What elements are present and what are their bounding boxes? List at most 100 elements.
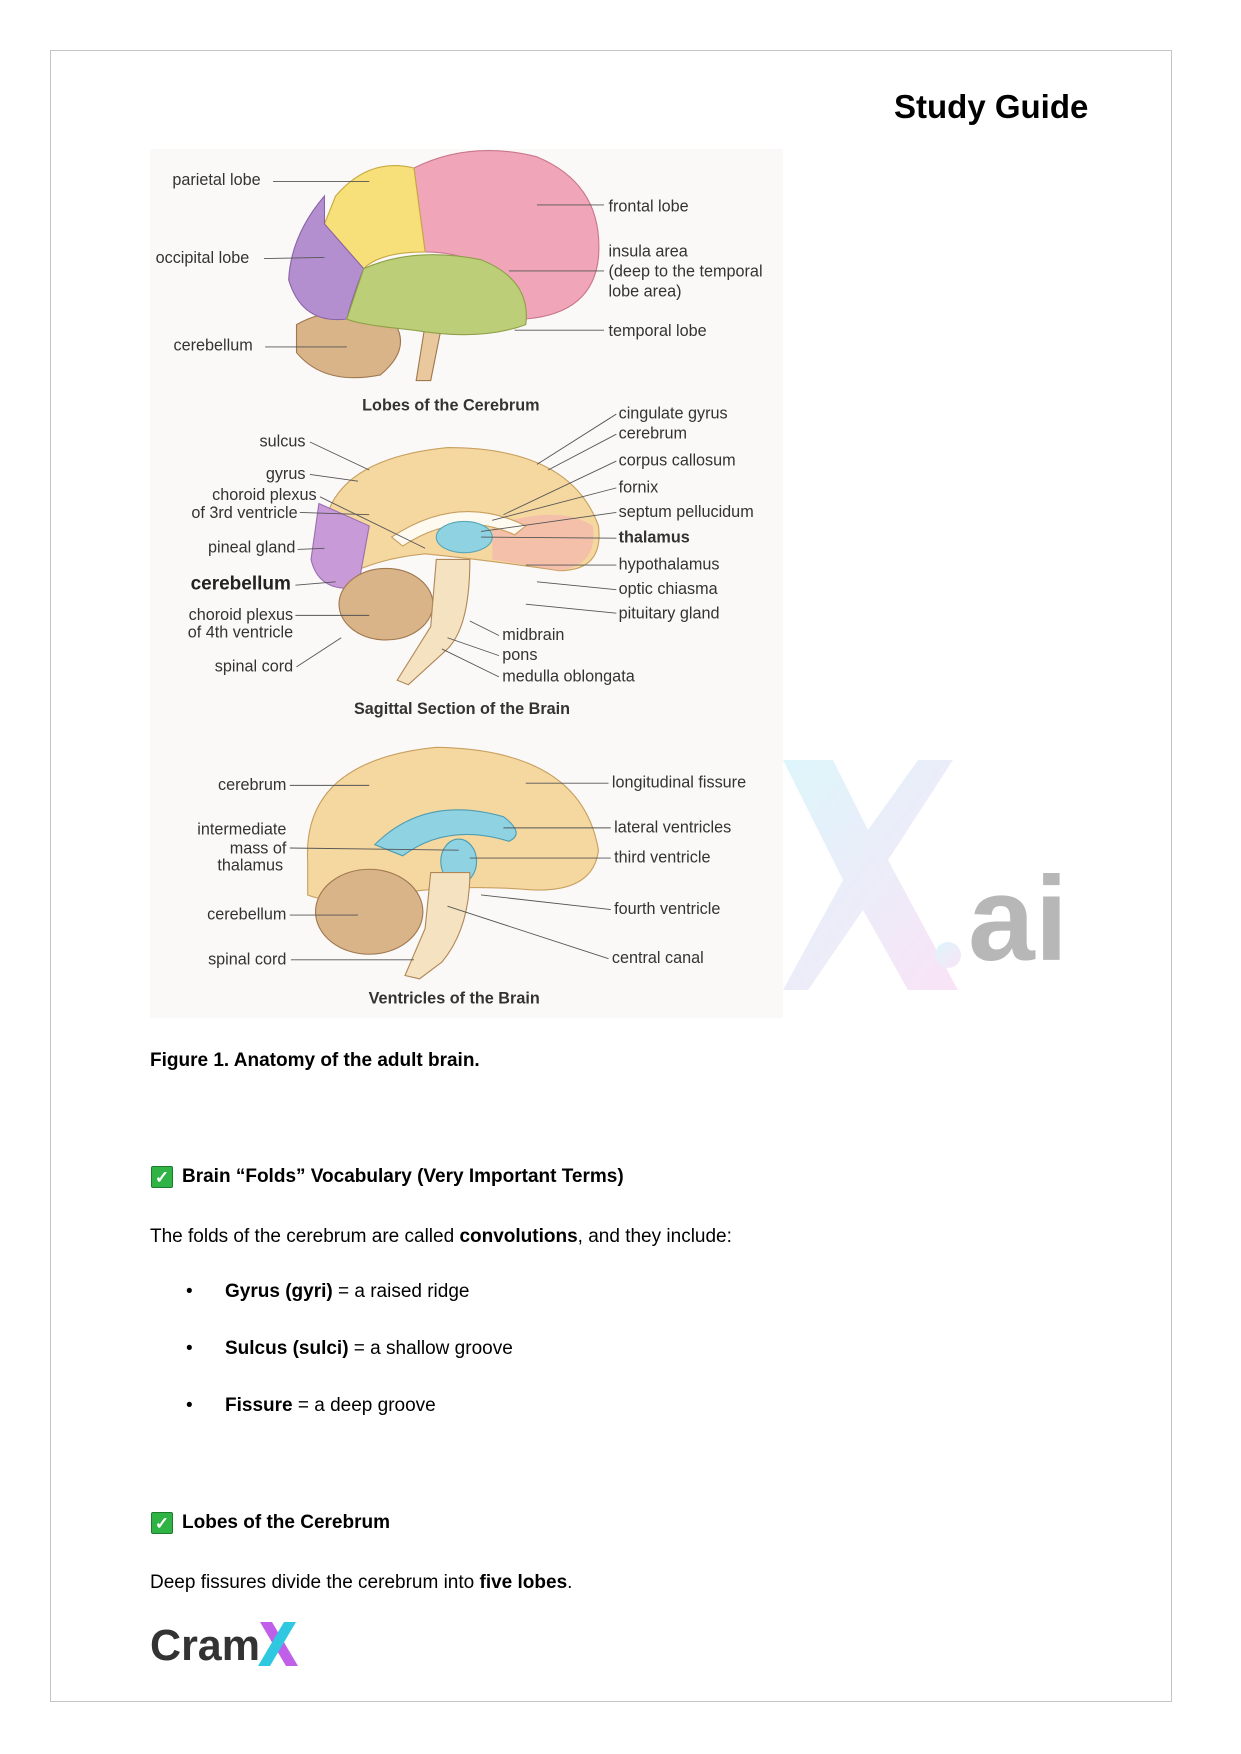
figure-label: (deep to the temporal: [609, 262, 763, 280]
list-item: • Sulcus (sulci) = a shallow groove: [186, 1338, 513, 1360]
svg-text:Cram: Cram: [150, 1621, 260, 1670]
leader-line: [297, 547, 325, 550]
term: Gyrus (gyri): [225, 1281, 333, 1302]
figure-caption: Figure 1. Anatomy of the adult brain.: [150, 1050, 480, 1071]
bullet-icon: •: [186, 1281, 193, 1302]
list-item: •Fissure = a deep groove: [186, 1395, 436, 1417]
figure-label: cerebellum: [173, 336, 252, 354]
figure-label: hypothalamus: [619, 556, 720, 574]
figure-label: parietal lobe: [172, 171, 260, 189]
figure-label: septum pellucidum: [619, 503, 754, 521]
figure-label: fourth ventricle: [614, 900, 720, 918]
figure-label: cerebellum: [191, 574, 291, 595]
intro-bold: convolutions: [459, 1226, 578, 1247]
intro-text: Deep fissures divide the cerebrum into: [150, 1572, 480, 1593]
leader-line: [441, 648, 500, 678]
figure-label: pituitary gland: [619, 605, 720, 623]
leader-line: [299, 512, 370, 516]
leader-line: [536, 413, 617, 465]
figure-label: pineal gland: [208, 539, 295, 557]
leader-line: [480, 512, 617, 532]
intro-text-end: , and they include:: [577, 1226, 732, 1247]
figure-label: cerebrum: [218, 776, 286, 794]
ventricles-brain-illustration: [307, 746, 600, 980]
intro-text-end: .: [567, 1572, 573, 1593]
figure-label: occipital lobe: [156, 249, 250, 267]
figure-label: spinal cord: [215, 657, 293, 675]
figure-label: fornix: [619, 478, 659, 496]
figure-label: lobe area): [609, 283, 682, 301]
figure-label: of 4th ventricle: [188, 624, 293, 642]
leader-line: [447, 905, 609, 960]
bullet-icon: •: [186, 1395, 193, 1416]
leader-line: [536, 581, 617, 591]
lateral-brain-illustration: [288, 150, 600, 382]
page-border: [50, 50, 1172, 1702]
leader-line: [309, 474, 359, 482]
brain-anatomy-figure: parietal lobe occipital lobe cerebellum fro…: [150, 149, 783, 1018]
cerebellum-shape-3: [314, 868, 424, 955]
brain-diagram: parietal lobe occipital lobe cerebellum fro…: [156, 150, 763, 1008]
heading-text: Lobes of the Cerebrum: [182, 1512, 390, 1533]
figure-label: insula area: [609, 242, 689, 260]
figure-label: gyrus: [266, 465, 306, 483]
svg-text:ai: ai: [968, 852, 1068, 986]
figure-label: mass of: [230, 840, 287, 858]
lobes-intro: Deep fissures divide the cerebrum into f…: [150, 1572, 572, 1594]
figure-labels: parietal lobe occipital lobe cerebellum fro…: [156, 171, 763, 1008]
leader-line: [295, 581, 336, 586]
figure-label: cingulate gyrus: [619, 405, 728, 423]
term: Fissure: [225, 1395, 293, 1416]
leader-line: [481, 536, 617, 539]
panel-title: Ventricles of the Brain: [369, 989, 540, 1007]
figure-label: choroid plexus: [212, 486, 316, 504]
figure-label: of 3rd ventricle: [191, 504, 297, 522]
figure-label: spinal cord: [208, 950, 286, 968]
figure-label: third ventricle: [614, 849, 710, 867]
figure-label: lateral ventricles: [614, 818, 731, 836]
leader-line: [289, 847, 459, 851]
figure-label: temporal lobe: [609, 322, 707, 340]
leader-line: [319, 496, 426, 549]
figure-label: thalamus: [619, 529, 690, 547]
bullet-icon: •: [186, 1338, 193, 1359]
intro-bold: five lobes: [479, 1572, 568, 1593]
figure-label: midbrain: [502, 626, 564, 644]
occipital-lobe-shape: [288, 194, 365, 321]
figure-label: central canal: [612, 949, 704, 967]
panel-title: Lobes of the Cerebrum: [362, 397, 539, 415]
temporal-lobe-shape: [346, 254, 527, 336]
lateral-ventricle-shape: [373, 809, 517, 857]
list-item: • Gyrus (gyri) = a raised ridge: [186, 1281, 469, 1303]
brainstem-shape-2: [396, 558, 471, 686]
figure-label: pons: [502, 646, 537, 664]
figure-label: intermediate: [197, 821, 286, 839]
section-heading-folds: ✓ Brain “Folds” Vocabulary (Very Importa…: [151, 1166, 624, 1188]
figure-label: frontal lobe: [609, 198, 689, 216]
definition: = a raised ridge: [332, 1281, 470, 1302]
figure-label: sulcus: [260, 432, 306, 450]
leader-line: [264, 257, 325, 260]
watermark-logo: ai: [783, 760, 1068, 990]
check-box-icon: ✓: [151, 1512, 173, 1534]
figure-label: cerebrum: [619, 425, 687, 443]
cerebellum-shape-2: [338, 567, 434, 641]
leader-line: [469, 620, 500, 636]
cramx-logo: Cram: [150, 1621, 298, 1670]
figure-label: thalamus: [217, 856, 283, 874]
leader-lines: [264, 180, 617, 961]
brainstem-shape-3: [404, 872, 471, 980]
term: Sulcus (sulci): [225, 1338, 349, 1359]
leader-line: [296, 637, 342, 668]
definition: = a shallow groove: [348, 1338, 513, 1359]
leader-line: [525, 603, 617, 614]
figure-label: medulla oblongata: [502, 667, 635, 685]
panel-title: Sagittal Section of the Brain: [354, 700, 570, 718]
intro-text: The folds of the cerebrum are called: [150, 1226, 460, 1247]
figure-label: longitudinal fissure: [612, 774, 746, 792]
folds-intro: The folds of the cerebrum are called con…: [150, 1226, 732, 1248]
page-title: Study Guide: [894, 88, 1089, 125]
leader-line: [480, 894, 611, 910]
figure-label: optic chiasma: [619, 580, 719, 598]
section-heading-lobes: ✓ Lobes of the Cerebrum: [151, 1512, 390, 1534]
